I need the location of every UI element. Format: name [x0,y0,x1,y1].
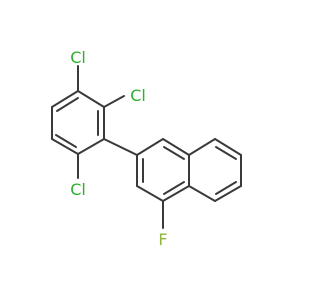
bond [214,138,242,156]
bond-to-cl-right [103,95,125,108]
cl-right-label: Cl [130,86,146,105]
naphthalene-ring [136,138,242,202]
bond [51,138,79,155]
biaryl-bond [103,138,138,156]
bond [214,185,242,202]
bond-inner [215,146,237,160]
bond [188,185,216,202]
molecule-structure: Cl Cl Cl F [0,0,300,300]
fluorine-label: F [158,230,167,249]
canvas-background [0,0,300,300]
bond-inner [56,97,79,112]
bond [51,90,79,108]
bond-inner [163,181,185,195]
bond [188,138,216,156]
bond [77,90,105,108]
bond-inner [55,134,77,148]
substituent-bonds [77,65,164,229]
cl-top-label: Cl [70,48,86,67]
bond-inner [163,146,185,160]
trichlorophenyl-ring [51,90,105,155]
bond [162,138,190,156]
bond [77,138,105,155]
bond [162,185,190,202]
bond [136,138,164,156]
cl-bottom-label: Cl [70,180,86,199]
bond [136,185,164,202]
bond-inner [215,181,237,195]
